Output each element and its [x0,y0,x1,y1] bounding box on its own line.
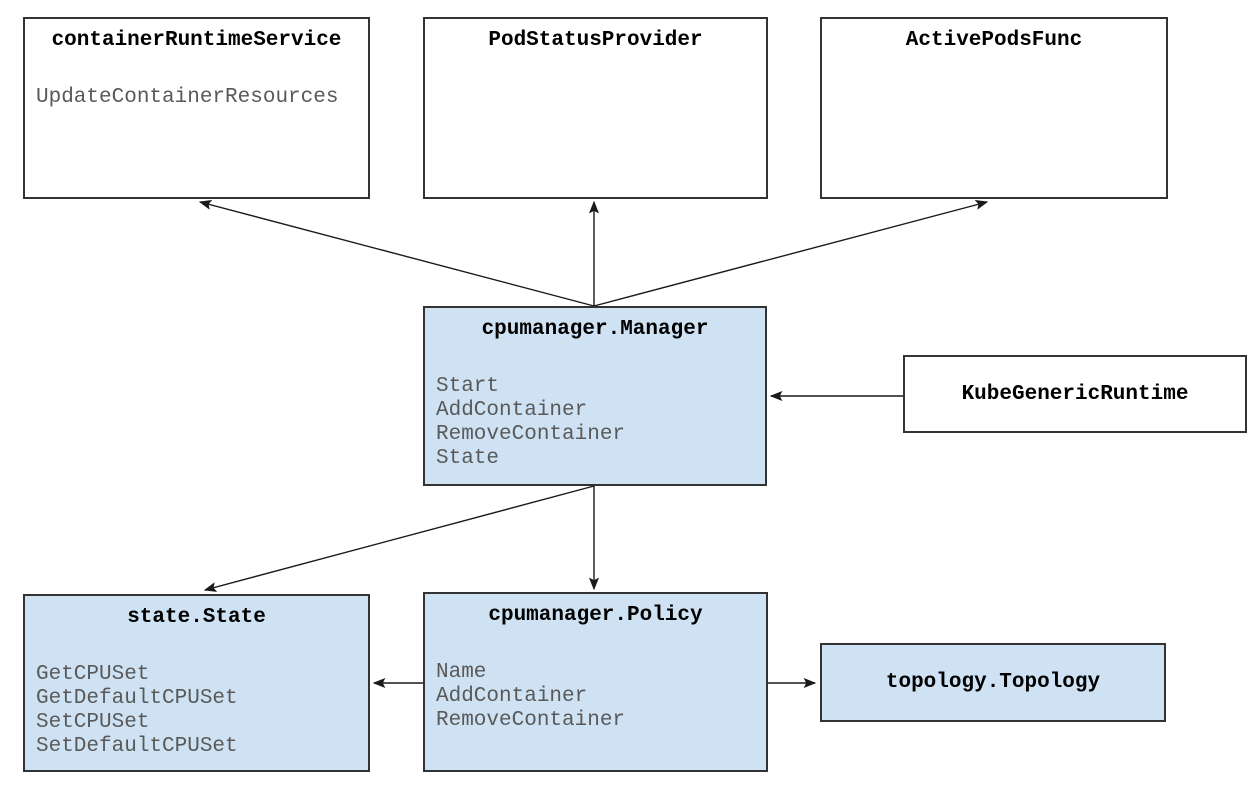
method-label: AddContainer [436,399,588,422]
arrow-manager-to-state [203,485,595,592]
node-state-state: state.State GetCPUSet GetDefaultCPUSet S… [23,594,370,772]
method-label: Start [436,375,500,398]
method-label: AddContainer [436,685,588,708]
node-cpumanager-policy: cpumanager.Policy Name AddContainer Remo… [423,592,768,772]
method-label: Name [436,661,487,684]
node-title: KubeGenericRuntime [961,382,1189,406]
node-title: PodStatusProvider [488,29,703,52]
arrow-manager-to-active-pods-func [593,200,989,307]
method-label: SetDefaultCPUSet [36,735,238,758]
node-title: cpumanager.Manager [481,318,709,341]
method-label: UpdateContainerResources [36,86,339,109]
node-topology-topology: topology.Topology [820,643,1166,722]
node-methods: Name AddContainer RemoveContainer [425,661,766,733]
node-title: topology.Topology [885,671,1101,694]
node-container-runtime-service: containerRuntimeService UpdateContainerR… [23,17,370,199]
node-title: containerRuntimeService [51,29,342,52]
node-methods: Start AddContainer RemoveContainer State [425,375,765,471]
node-title: ActivePodsFunc [905,29,1083,52]
method-label: SetCPUSet [36,711,150,734]
method-label: GetDefaultCPUSet [36,687,238,710]
method-label: RemoveContainer [436,709,626,732]
node-active-pods-func: ActivePodsFunc [820,17,1168,199]
node-methods: UpdateContainerResources [25,86,368,110]
node-pod-status-provider: PodStatusProvider [423,17,768,199]
node-title: cpumanager.Policy [488,604,703,627]
arrow-manager-to-container-runtime-service [198,200,595,307]
node-kube-generic-runtime: KubeGenericRuntime [903,355,1247,433]
node-methods: GetCPUSet GetDefaultCPUSet SetCPUSet Set… [25,663,368,759]
method-label: GetCPUSet [36,663,150,686]
method-label: RemoveContainer [436,423,626,446]
node-title: state.State [127,606,266,629]
method-label: State [436,447,500,470]
node-cpumanager-manager: cpumanager.Manager Start AddContainer Re… [423,306,767,486]
